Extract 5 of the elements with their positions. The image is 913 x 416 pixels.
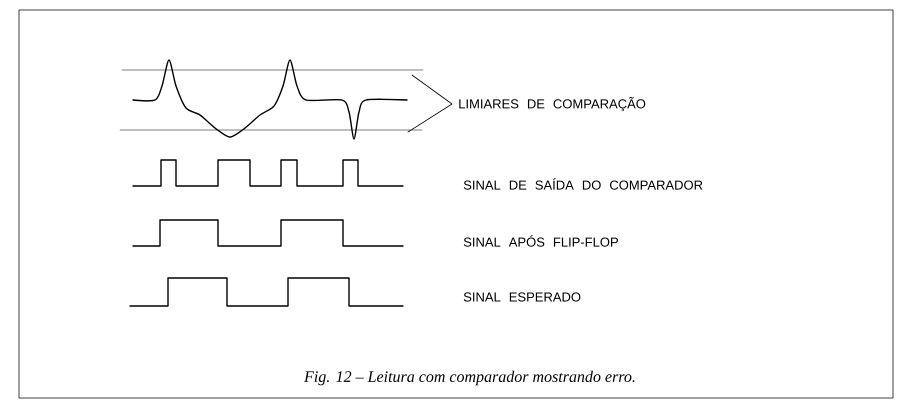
signal-label: SINAL APÓS FLIP-FLOP — [464, 235, 618, 247]
signal-label: LIMIARES DE COMPARAÇÃO — [459, 96, 646, 112]
signal-label: SINAL ESPERADO — [464, 292, 580, 302]
signal-label: SINAL DE SAÍDA DO COMPARADOR — [464, 178, 702, 190]
figure-caption: Fig. 12 – Leitura com comparador mostrando erro. — [304, 370, 634, 386]
